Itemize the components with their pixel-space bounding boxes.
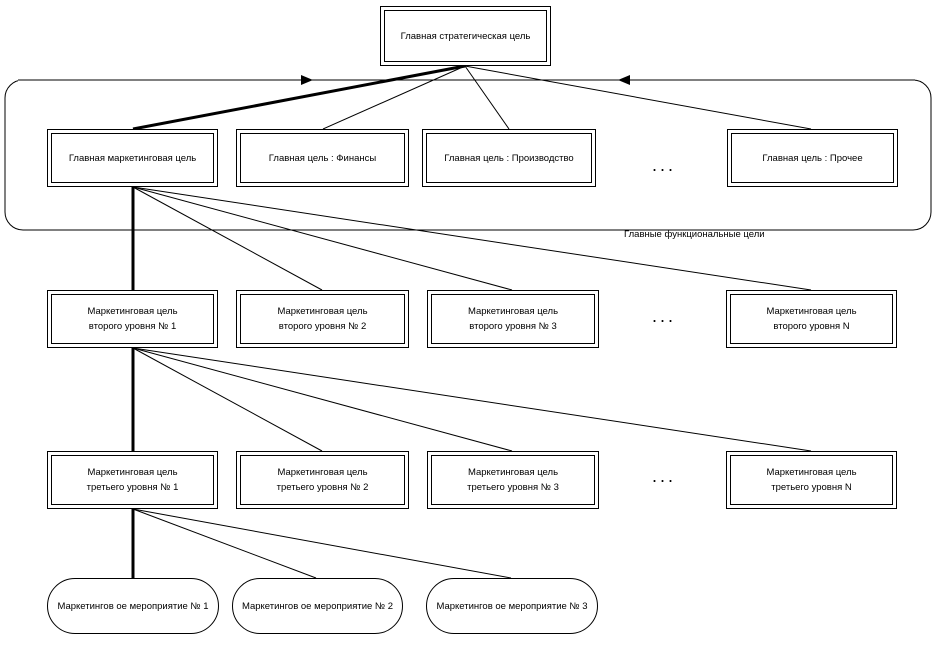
link-l3-event-2 (132, 508, 317, 579)
level2-goal-n: Маркетинговая цель второго уровня N (726, 290, 897, 348)
functional-goal-label: Главная маркетинговая цель (68, 152, 197, 164)
functional-goal-other: Главная цель : Прочее (727, 129, 898, 187)
event-3: Маркетингов ое мероприятие № 3 (426, 578, 598, 634)
level3-ellipsis: ... (652, 466, 677, 486)
level3-goal-3: Маркетинговая цель третьего уровня № 3 (427, 451, 599, 509)
level3-goal-label: Маркетинговая цель третьего уровня № 3 (467, 467, 559, 493)
link-top-other (464, 65, 812, 130)
level2-goal-3: Маркетинговая цель второго уровня № 3 (427, 290, 599, 348)
level2-goal-2: Маркетинговая цель второго уровня № 2 (236, 290, 409, 348)
level3-goal-n: Маркетинговая цель третьего уровня N (726, 451, 897, 509)
event-label: Маркетингов ое мероприятие № 1 (57, 600, 209, 612)
functional-group-caption: Главные функциональные цели (624, 229, 765, 240)
link-marketing-l2-3 (132, 186, 513, 291)
event-label: Маркетингов ое мероприятие № 3 (436, 600, 588, 612)
level2-goal-1: Маркетинговая цель второго уровня № 1 (47, 290, 218, 348)
level3-goal-label: Маркетинговая цель третьего уровня № 1 (86, 467, 179, 493)
functional-ellipsis: ... (652, 155, 677, 175)
functional-goal-production: Главная цель : Производство (422, 129, 596, 187)
functional-goal-label: Главная цель : Прочее (762, 152, 863, 164)
level3-goal-label: Маркетинговая цель третьего уровня N (766, 467, 857, 493)
link-top-production (464, 65, 510, 130)
level2-goal-label: Маркетинговая цель второго уровня N (766, 306, 857, 332)
event-2: Маркетингов ое мероприятие № 2 (232, 578, 403, 634)
functional-goal-finance: Главная цель : Финансы (236, 129, 409, 187)
level3-goal-label: Маркетинговая цель третьего уровня № 2 (276, 467, 369, 493)
link-marketing-l2-n (132, 186, 812, 291)
functional-group-frame (4, 79, 932, 231)
right-arrow-head (618, 75, 630, 85)
link-l2-l3-n (132, 347, 812, 452)
link-l2-l3-3 (132, 347, 513, 452)
event-1: Маркетингов ое мероприятие № 1 (47, 578, 219, 634)
strategic-goal-label: Главная стратегическая цель (400, 30, 531, 42)
link-marketing-l2-2 (132, 186, 323, 291)
level2-ellipsis: ... (652, 306, 677, 326)
link-l3-event-3 (132, 508, 512, 579)
functional-goal-marketing: Главная маркетинговая цель (47, 129, 218, 187)
level2-goal-label: Маркетинговая цель второго уровня № 1 (87, 306, 178, 332)
strategic-goal-box: Главная стратегическая цель (380, 6, 551, 66)
level3-goal-2: Маркетинговая цель третьего уровня № 2 (236, 451, 409, 509)
level2-goal-label: Маркетинговая цель второго уровня № 3 (467, 306, 559, 332)
link-l2-l3-2 (132, 347, 323, 452)
level3-goal-1: Маркетинговая цель третьего уровня № 1 (47, 451, 218, 509)
functional-goal-label: Главная цель : Финансы (268, 152, 377, 164)
left-arrow-head (301, 75, 313, 85)
link-top-finance (322, 65, 466, 130)
functional-goal-label: Главная цель : Производство (444, 152, 574, 164)
link-top-marketing (132, 64, 466, 131)
event-label: Маркетингов ое мероприятие № 2 (241, 600, 394, 612)
level2-goal-label: Маркетинговая цель второго уровня № 2 (277, 306, 368, 332)
